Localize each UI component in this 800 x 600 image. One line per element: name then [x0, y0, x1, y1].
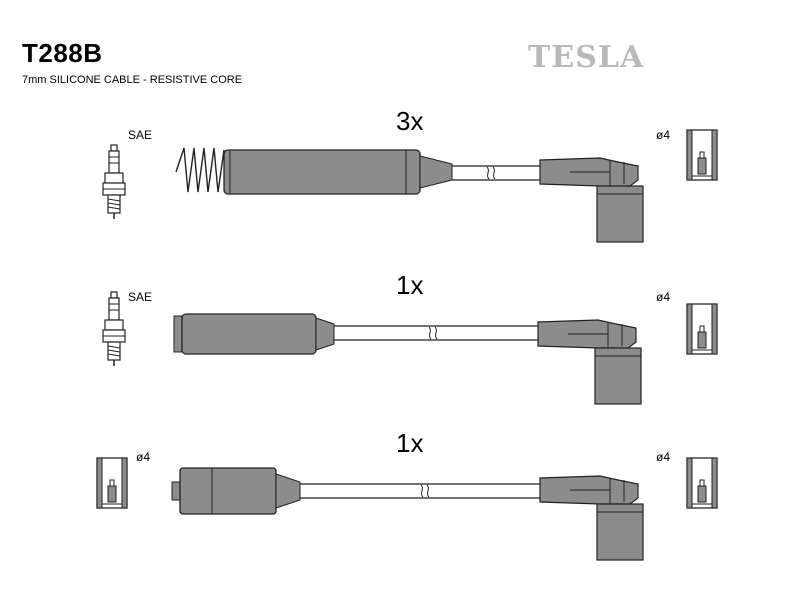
angled-boot-icon	[539, 475, 644, 561]
angled-boot-icon	[537, 319, 642, 405]
row-3-quantity: 1x	[396, 428, 424, 458]
row-2-right-label: ø4	[656, 290, 671, 304]
row-1-assembly	[102, 129, 718, 243]
part-number: T288B	[22, 38, 103, 68]
row-3-left-label: ø4	[136, 450, 151, 464]
terminal-icon	[96, 457, 128, 509]
row-2-quantity: 1x	[396, 270, 424, 300]
row-1-left-label: SAE	[128, 128, 153, 142]
terminal-icon	[686, 303, 718, 355]
brand-logo: TESLA	[528, 40, 645, 75]
row-2-assembly	[102, 291, 718, 405]
row-3-assembly	[96, 457, 718, 561]
row-2-left-label: SAE	[128, 290, 153, 304]
angled-boot-icon	[539, 157, 644, 243]
row-3-right-label: ø4	[656, 450, 671, 464]
cable-description: 7mm SILICONE CABLE - RESISTIVE CORE	[22, 74, 243, 86]
terminal-icon	[686, 129, 718, 181]
row-1-right-label: ø4	[656, 128, 671, 142]
spark-plug-icon	[102, 291, 126, 367]
row-1-quantity: 3x	[396, 106, 424, 136]
spring-clip-icon	[175, 147, 225, 193]
terminal-icon	[686, 457, 718, 509]
spark-plug-icon	[102, 144, 126, 220]
